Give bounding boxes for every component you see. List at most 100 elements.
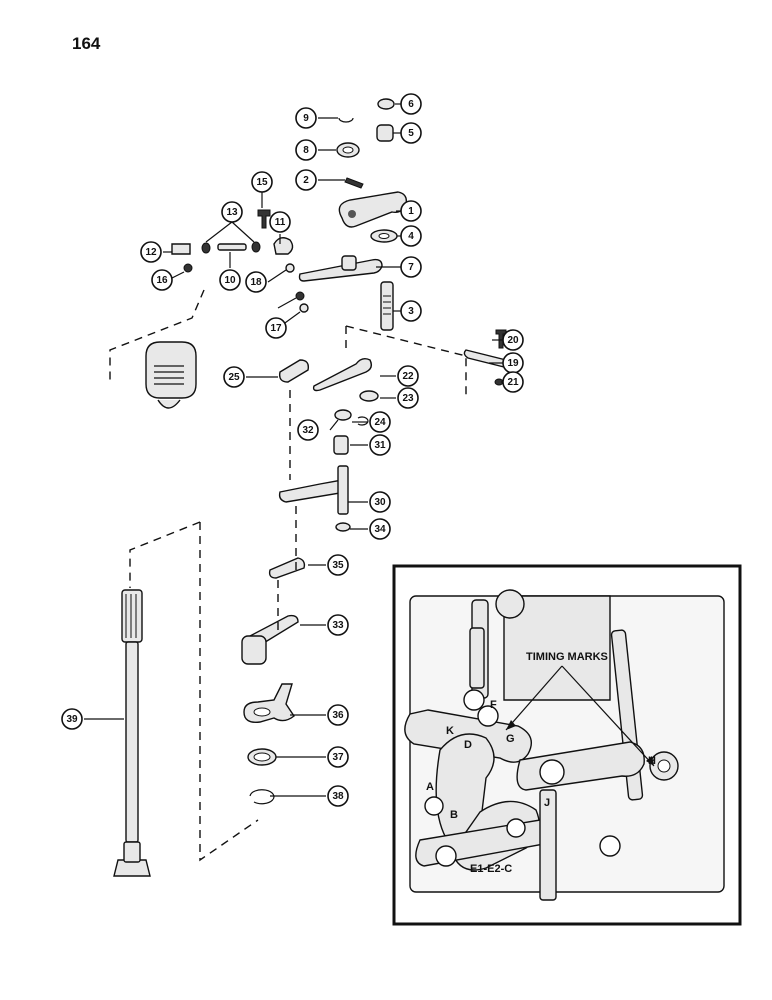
callout-number: 2 <box>303 175 309 186</box>
callout-circle <box>219 269 241 291</box>
callout-33: 33 <box>327 614 349 636</box>
callout-circle <box>251 171 273 193</box>
callout-8: 8 <box>295 139 317 161</box>
callout-number: 13 <box>226 207 238 218</box>
callout-circle <box>223 366 245 388</box>
callout-10: 10 <box>219 269 241 291</box>
inset-letter-d: D <box>464 739 472 751</box>
callout-24: 24 <box>369 411 391 433</box>
callout-number: 7 <box>408 262 414 273</box>
callout-number: 3 <box>408 306 414 317</box>
inset-letter-f: F <box>490 699 497 711</box>
callout-number: 23 <box>402 393 414 404</box>
callout-13: 13 <box>221 201 243 223</box>
timing-marks-inset <box>392 564 742 926</box>
callout-36: 36 <box>327 704 349 726</box>
callout-number: 34 <box>374 524 386 535</box>
callout-number: 16 <box>156 275 168 286</box>
callout-number: 10 <box>224 275 236 286</box>
callout-5: 5 <box>400 122 422 144</box>
callout-circle <box>295 107 317 129</box>
callout-number: 32 <box>302 425 314 436</box>
callout-circle <box>400 256 422 278</box>
callout-25: 25 <box>223 366 245 388</box>
callout-circle <box>369 411 391 433</box>
callout-32: 32 <box>297 419 319 441</box>
callout-circle <box>502 329 524 351</box>
callout-circle <box>61 708 83 730</box>
callout-38: 38 <box>327 785 349 807</box>
callout-number: 1 <box>408 206 414 217</box>
callout-23: 23 <box>397 387 419 409</box>
callout-11: 11 <box>269 211 291 233</box>
callout-number: 11 <box>275 217 286 228</box>
callout-number: 5 <box>408 128 414 139</box>
callout-circle <box>295 169 317 191</box>
page-number: 164 <box>72 34 101 53</box>
callout-number: 24 <box>374 417 386 428</box>
callout-4: 4 <box>400 225 422 247</box>
callout-number: 17 <box>270 323 282 334</box>
callout-16: 16 <box>151 269 173 291</box>
callout-15: 15 <box>251 171 273 193</box>
callout-number: 38 <box>332 791 344 802</box>
callout-number: 12 <box>145 247 157 258</box>
callout-circle <box>265 317 287 339</box>
callout-9: 9 <box>295 107 317 129</box>
callout-circle <box>297 419 319 441</box>
callout-18: 18 <box>245 271 267 293</box>
inset-letter-g: G <box>506 733 515 745</box>
callout-19: 19 <box>502 352 524 374</box>
callout-3: 3 <box>400 300 422 322</box>
callout-number: 39 <box>66 714 78 725</box>
callout-circle <box>400 300 422 322</box>
callout-circle <box>397 365 419 387</box>
callout-circle <box>221 201 243 223</box>
callout-circle <box>327 614 349 636</box>
callout-31: 31 <box>369 434 391 456</box>
callout-number: 6 <box>408 99 414 110</box>
callout-layer: 1234567891011121315161718192021222324253… <box>61 93 524 807</box>
callout-number: 18 <box>250 277 262 288</box>
callout-circle <box>327 554 349 576</box>
callout-6: 6 <box>400 93 422 115</box>
callout-number: 35 <box>332 560 344 571</box>
callout-number: 36 <box>332 710 344 721</box>
callout-circle <box>245 271 267 293</box>
callout-circle <box>400 93 422 115</box>
callout-2: 2 <box>295 169 317 191</box>
callout-circle <box>397 387 419 409</box>
callout-circle <box>400 225 422 247</box>
callout-35: 35 <box>327 554 349 576</box>
callout-number: 8 <box>303 145 309 156</box>
callout-circle <box>269 211 291 233</box>
inset-letter-h: H <box>648 755 656 767</box>
callout-circle <box>327 746 349 768</box>
callout-number: 4 <box>408 231 414 242</box>
callout-7: 7 <box>400 256 422 278</box>
callout-number: 31 <box>374 440 386 451</box>
callout-12: 12 <box>140 241 162 263</box>
callout-circle <box>151 269 173 291</box>
callout-circle <box>369 518 391 540</box>
callout-39: 39 <box>61 708 83 730</box>
callout-circle <box>140 241 162 263</box>
callout-circle <box>400 122 422 144</box>
callout-number: 25 <box>228 372 240 383</box>
callout-number: 37 <box>332 752 344 763</box>
parts-artwork <box>84 98 511 877</box>
callout-17: 17 <box>265 317 287 339</box>
callout-34: 34 <box>369 518 391 540</box>
callout-number: 9 <box>303 113 309 124</box>
callout-circle <box>400 200 422 222</box>
callout-circle <box>369 491 391 513</box>
callout-number: 15 <box>256 177 268 188</box>
callout-number: 33 <box>332 620 344 631</box>
timing-marks-label: TIMING MARKS <box>526 651 608 663</box>
inset-letter-a: A <box>426 781 434 793</box>
callout-number: 30 <box>374 497 386 508</box>
callout-22: 22 <box>397 365 419 387</box>
